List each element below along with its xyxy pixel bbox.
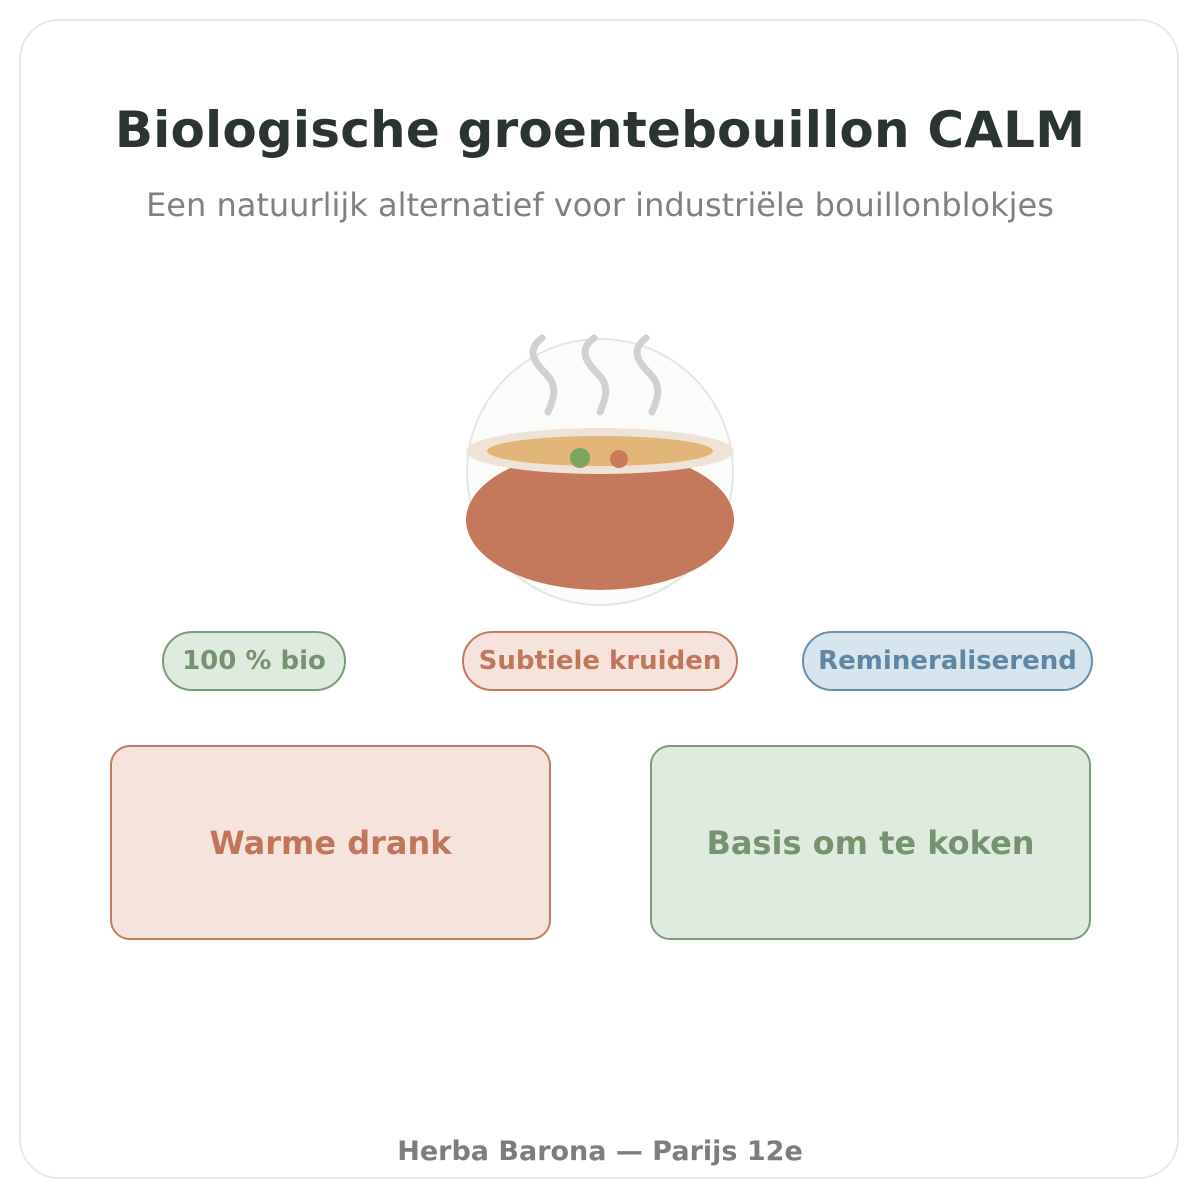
soup-bowl-icon	[466, 334, 734, 606]
steam-wisp-left	[529, 334, 558, 416]
tag-herbs: Subtiele kruiden	[462, 631, 738, 691]
steam-wisp-right	[633, 334, 662, 416]
pea-garnish	[570, 448, 590, 468]
bowl-body	[466, 450, 734, 590]
footer-credit: Herba Barona — Parijs 12e	[397, 1136, 803, 1167]
use-card-warm-drink: Warme drank	[110, 745, 551, 940]
tag-remineralizing: Remineraliserend	[802, 631, 1093, 691]
use-card-cooking-base: Basis om te koken	[650, 745, 1091, 940]
broth-surface	[487, 436, 713, 466]
steam-wisp-middle	[581, 334, 610, 416]
tag-organic: 100 % bio	[162, 631, 346, 691]
page-title: Biologische groentebouillon CALM	[114, 101, 1086, 159]
carrot-garnish	[610, 450, 628, 468]
page-subtitle: Een natuurlijk alternatief voor industri…	[146, 186, 1054, 224]
